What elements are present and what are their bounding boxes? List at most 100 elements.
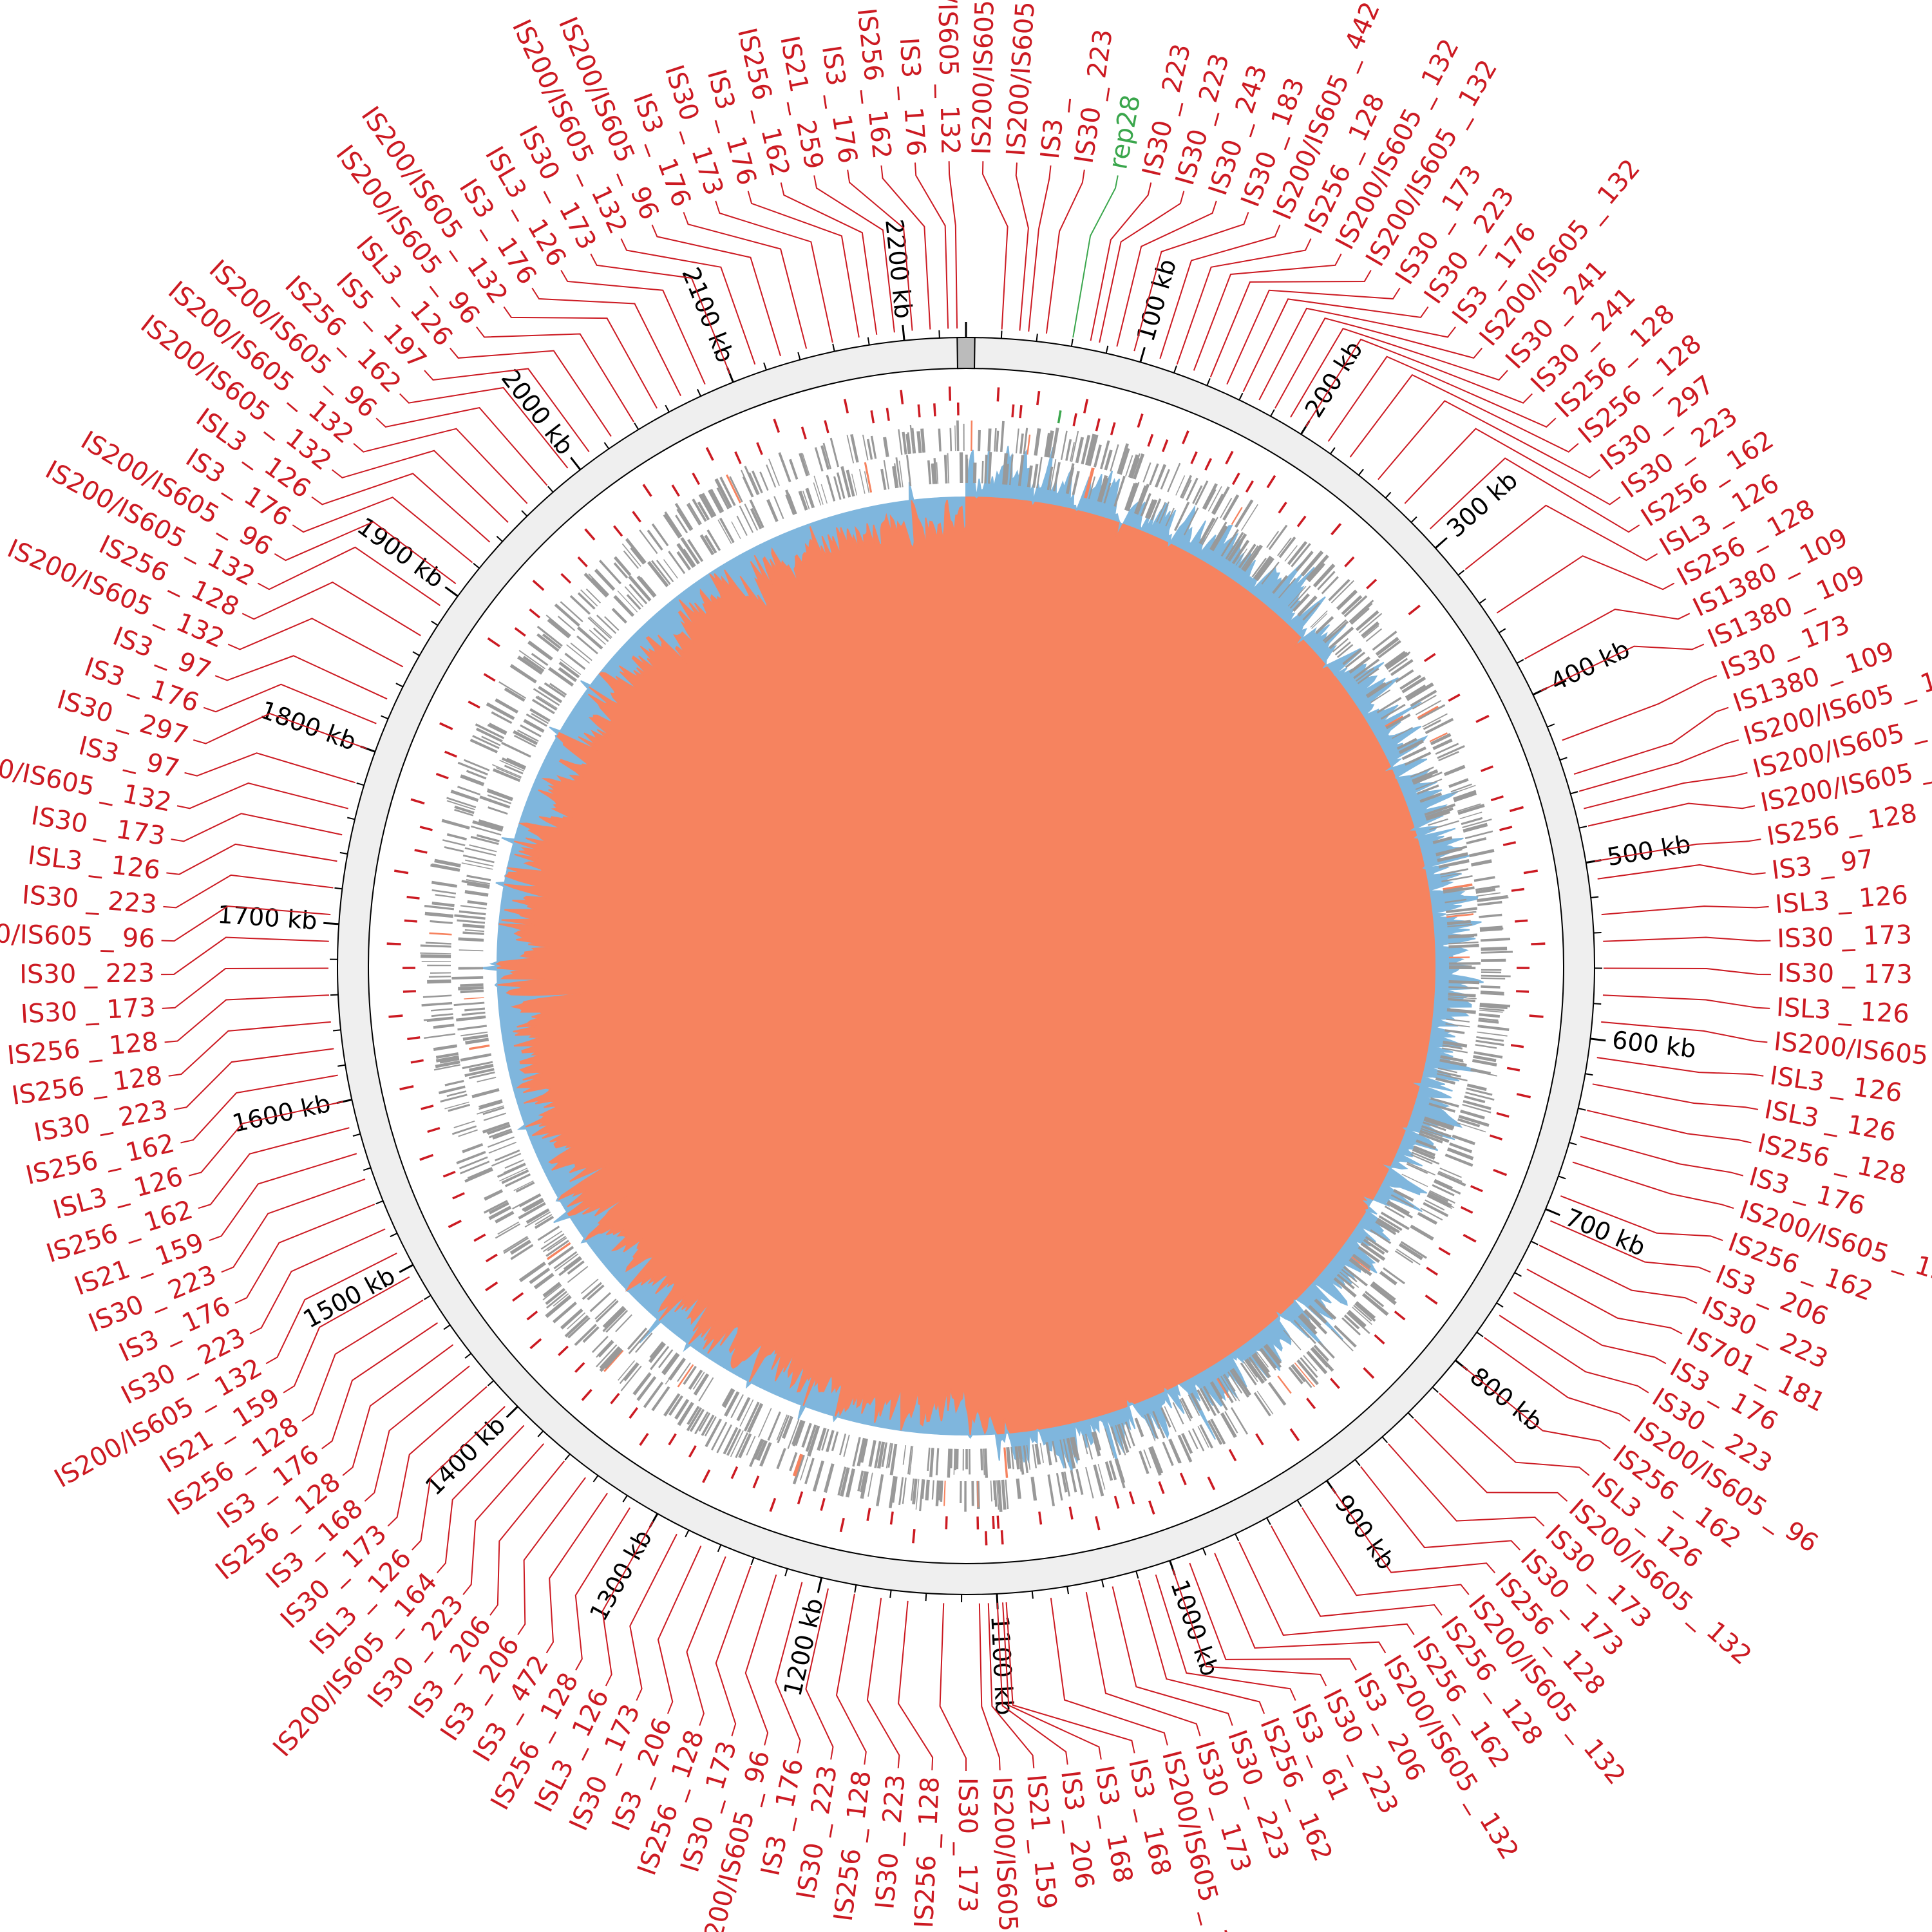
gene [1121, 1423, 1132, 1449]
gene [570, 642, 592, 661]
gene [488, 806, 508, 815]
minor-tick [521, 510, 528, 517]
gene [1231, 540, 1250, 565]
gene [663, 513, 681, 539]
gene [457, 786, 481, 796]
is-label-connector [590, 253, 731, 374]
gene [1313, 1345, 1329, 1362]
gene [1160, 469, 1170, 490]
gene [1435, 743, 1459, 755]
gene [1116, 1458, 1126, 1483]
gene [1388, 658, 1408, 672]
gene [705, 1418, 723, 1448]
gene [1172, 1402, 1184, 1425]
gene [475, 723, 505, 739]
gene [651, 560, 671, 585]
gene [766, 464, 777, 488]
gene [1412, 772, 1433, 784]
gene [482, 1121, 510, 1133]
is-label-connector [1572, 1161, 1734, 1209]
gene [706, 529, 721, 551]
gene [730, 1430, 744, 1457]
is-element-mark [485, 1253, 498, 1263]
is-element-mark [1502, 841, 1517, 846]
gene [1413, 1145, 1436, 1157]
gene [497, 1163, 526, 1178]
gene [1479, 1005, 1508, 1010]
gene [1401, 676, 1426, 694]
gene [1315, 616, 1334, 634]
is-element-label: IS30 _ 173 [1777, 920, 1913, 954]
gene [1091, 1432, 1101, 1457]
gene [1180, 1397, 1193, 1419]
gene [581, 1278, 599, 1294]
gene [1425, 717, 1454, 735]
gene [1463, 1099, 1492, 1110]
gene [1304, 1309, 1321, 1326]
gene [515, 1181, 535, 1193]
is-label-connector [1214, 1553, 1387, 1654]
is-element-mark [668, 1433, 677, 1446]
gene [1005, 464, 1009, 485]
gene [1152, 1410, 1166, 1439]
is-label-connector [939, 1603, 967, 1771]
gene [756, 1440, 767, 1461]
gene [1376, 1219, 1396, 1233]
gene [475, 727, 503, 743]
is-element-mark [1460, 1206, 1473, 1214]
gene [683, 1365, 697, 1385]
is-label-connector [221, 1179, 366, 1273]
major-tick [444, 586, 459, 597]
is-element-mark [473, 1233, 486, 1242]
is-element-mark [1529, 1014, 1544, 1018]
gene [1216, 1378, 1229, 1398]
gene [990, 1481, 992, 1502]
gene [1446, 920, 1471, 925]
gene [1104, 1461, 1113, 1481]
is-element-mark [820, 1497, 826, 1511]
gene [1110, 444, 1119, 472]
is-element-mark [558, 1345, 569, 1356]
is-element-mark [514, 627, 526, 637]
gene [1140, 493, 1151, 516]
gene [604, 616, 620, 631]
gene [1303, 1310, 1328, 1335]
is-element-mark [1182, 430, 1189, 444]
gene [826, 1430, 835, 1452]
gene [630, 547, 645, 565]
gene [433, 1023, 455, 1029]
gene [1448, 942, 1479, 945]
gene [1355, 1301, 1376, 1320]
gene [1160, 1407, 1171, 1428]
is-label-connector [203, 683, 377, 724]
gene [1254, 1352, 1270, 1373]
gene [739, 1399, 754, 1427]
gene [1481, 947, 1508, 951]
gene [598, 560, 622, 585]
is-label-connector [805, 1588, 834, 1760]
gene [1448, 956, 1470, 959]
gene [574, 1323, 597, 1346]
gene [1430, 733, 1452, 746]
is-element-mark [1095, 1516, 1101, 1531]
gene [1353, 658, 1380, 679]
gene [1032, 1444, 1037, 1469]
minor-tick [1235, 1533, 1240, 1542]
gene [680, 536, 700, 565]
gene [1314, 1300, 1334, 1320]
is-label-connector [184, 752, 356, 784]
gene [846, 435, 855, 464]
is-label-connector [1414, 1419, 1568, 1502]
gene [1481, 951, 1513, 954]
gene [846, 469, 855, 497]
gene [591, 1336, 609, 1353]
gene [1323, 620, 1349, 643]
gene [1481, 958, 1506, 962]
is-label-connector [1290, 327, 1508, 418]
gene [1349, 656, 1370, 674]
gene [1186, 477, 1198, 501]
gene [602, 1305, 624, 1327]
gene [451, 976, 484, 980]
gene [1453, 790, 1477, 800]
gene [1361, 621, 1380, 638]
